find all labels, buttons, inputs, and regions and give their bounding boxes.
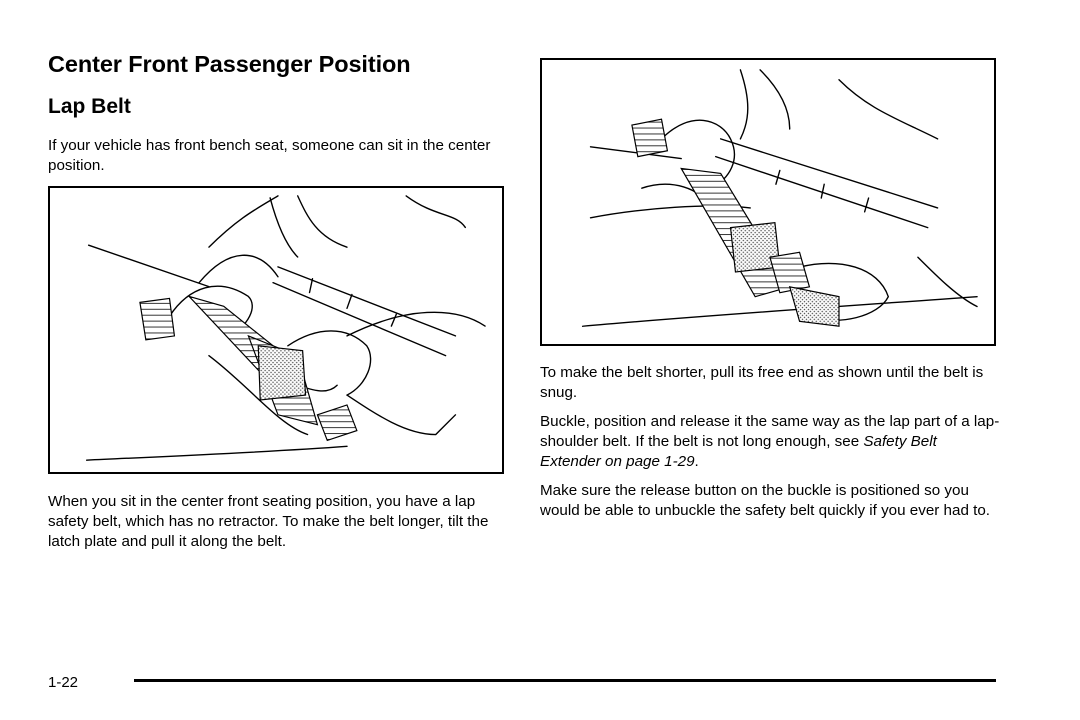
right-paragraph-2-end: . (694, 453, 699, 470)
right-paragraph-2: Buckle, position and release it the same… (540, 412, 1000, 472)
belt-shorten-drawing (581, 69, 978, 327)
lap-belt-lengthen-illustration (48, 186, 504, 474)
lap-belt-shorten-illustration (540, 58, 996, 346)
intro-paragraph: If your vehicle has front bench seat, so… (48, 137, 491, 174)
page-number: 1-22 (48, 674, 79, 691)
left-body-paragraph: When you sit in the center front seating… (48, 493, 489, 550)
footer-rule (134, 679, 996, 682)
subsection-title: Lap Belt (48, 95, 131, 118)
right-paragraph-1: To make the belt shorter, pull its free … (540, 364, 984, 401)
right-paragraph-2-text: Buckle, position and release it the same… (540, 413, 1000, 450)
belt-lengthen-drawing (85, 195, 486, 461)
safety-belt-extender-reference: Safety Belt Extender on page 1-29 (540, 433, 937, 470)
section-title: Center Front Passenger Position (48, 51, 411, 77)
right-paragraph-3: Make sure the release button on the buck… (540, 482, 990, 519)
